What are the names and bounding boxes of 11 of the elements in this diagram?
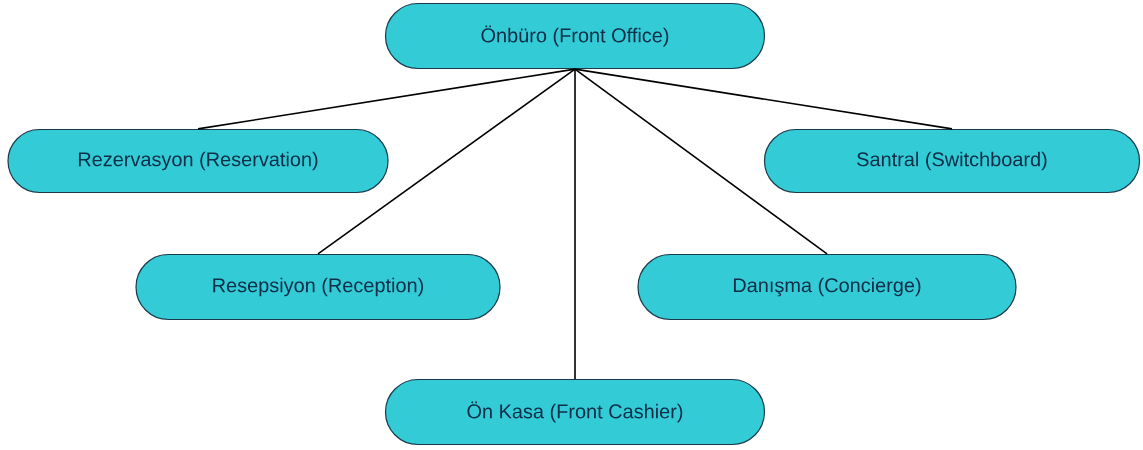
connector-line bbox=[574, 68, 576, 380]
rounded-box: Ön Kasa (Front Cashier) bbox=[384, 378, 766, 446]
connector-line bbox=[317, 68, 576, 255]
rounded-box: Resepsiyon (Reception) bbox=[135, 253, 501, 321]
connector-line bbox=[574, 68, 828, 255]
rounded-box: Rezervasyon (Reservation) bbox=[7, 128, 389, 194]
rounded-box: Santral (Switchboard) bbox=[763, 128, 1141, 194]
rounded-box: Önbüro (Front Office) bbox=[384, 2, 766, 70]
connector-line bbox=[574, 68, 953, 130]
rounded-box: Danışma (Concierge) bbox=[637, 253, 1017, 321]
connector-line bbox=[197, 68, 576, 130]
